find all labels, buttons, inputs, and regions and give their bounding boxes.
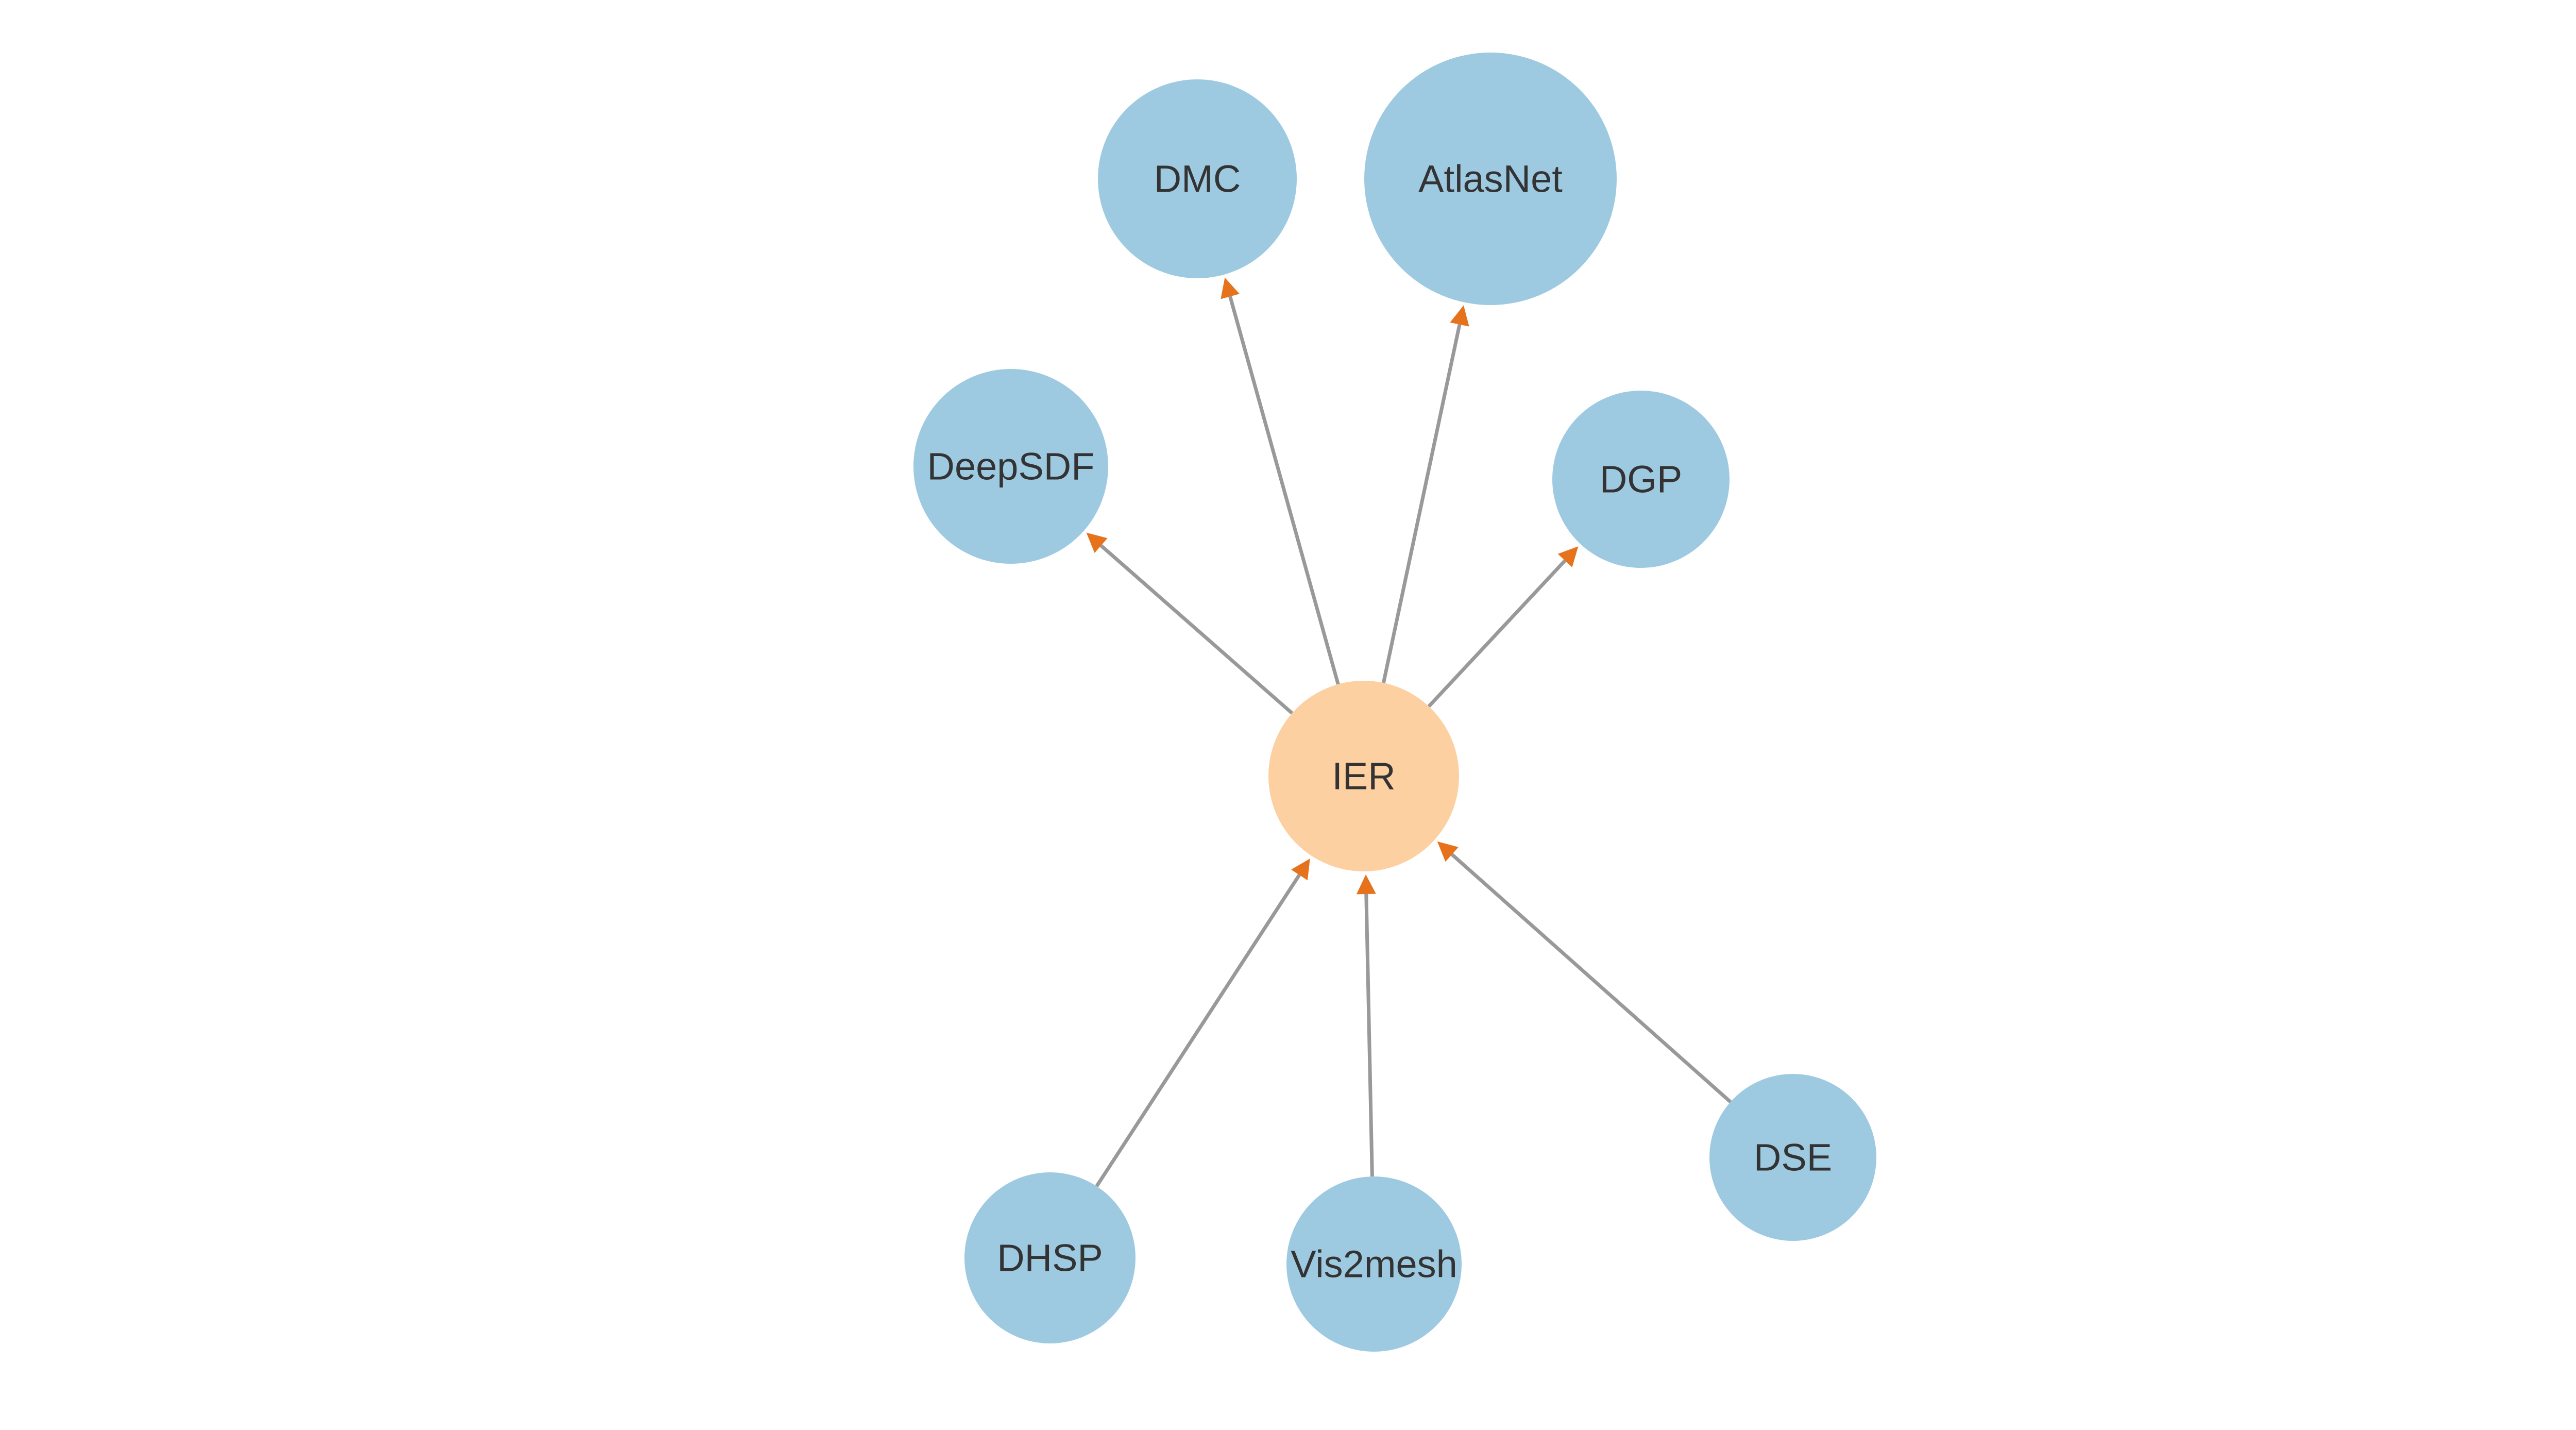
node-label-deepsdf: DeepSDF: [927, 445, 1095, 488]
node-atlasnet[interactable]: AtlasNet: [1364, 53, 1617, 305]
node-label-dse: DSE: [1754, 1136, 1832, 1179]
arrowhead-dse-to-ier: [1437, 841, 1459, 862]
edge-ier-to-atlasnet: [1381, 324, 1462, 683]
node-circle-atlasnet: [1364, 53, 1617, 305]
node-label-dgp: DGP: [1600, 458, 1682, 501]
edge-ier-to-dgp: [1427, 559, 1567, 708]
edge-dhsp-to-ier: [1095, 873, 1301, 1187]
node-dmc[interactable]: DMC: [1098, 79, 1297, 278]
arrowhead-vis2mesh-to-ier: [1356, 874, 1376, 895]
node-label-dmc: DMC: [1154, 158, 1241, 200]
node-circle-dmc: [1098, 79, 1297, 278]
arrowhead-dhsp-to-ier: [1291, 859, 1310, 881]
node-circle-ier: [1268, 681, 1459, 871]
arrowhead-ier-to-dgp: [1557, 546, 1579, 567]
arrowhead-ier-to-dmc: [1221, 277, 1240, 299]
node-label-dhsp: DHSP: [997, 1237, 1103, 1280]
node-label-vis2mesh: Vis2mesh: [1291, 1243, 1458, 1286]
node-circle-dhsp: [964, 1172, 1136, 1343]
node-dgp[interactable]: DGP: [1552, 391, 1730, 568]
edges-layer: [1086, 277, 1732, 1187]
edge-dse-to-ier: [1450, 853, 1732, 1104]
edge-ier-to-dmc: [1228, 296, 1340, 685]
node-label-atlasnet: AtlasNet: [1418, 158, 1563, 200]
node-ier[interactable]: IER: [1268, 681, 1459, 871]
arrowhead-ier-to-atlasnet: [1450, 305, 1469, 327]
node-circle-dse: [1709, 1074, 1876, 1241]
node-vis2mesh[interactable]: Vis2mesh: [1286, 1176, 1462, 1352]
node-dhsp[interactable]: DHSP: [964, 1172, 1136, 1343]
arrowhead-ier-to-deepsdf: [1086, 532, 1108, 553]
node-dse[interactable]: DSE: [1709, 1074, 1876, 1241]
node-circle-vis2mesh: [1286, 1176, 1462, 1352]
edge-vis2mesh-to-ier: [1364, 894, 1374, 1177]
node-label-ier: IER: [1332, 755, 1395, 798]
node-deepsdf[interactable]: DeepSDF: [913, 369, 1108, 564]
node-circle-deepsdf: [913, 369, 1108, 564]
node-circle-dgp: [1552, 391, 1730, 568]
edge-ier-to-deepsdf: [1099, 544, 1294, 715]
